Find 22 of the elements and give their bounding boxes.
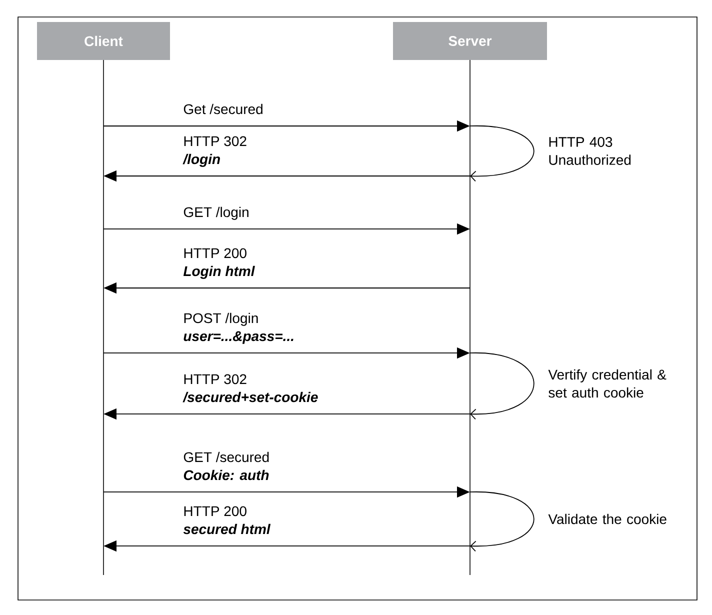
participant-box: Client [37, 22, 170, 60]
message-detail: Cookie: auth [184, 470, 269, 480]
message-label: HTTP 200 [184, 248, 246, 258]
self-loop-arrow [470, 352, 534, 420]
message-detail: user=...&pass=... [184, 331, 294, 344]
message-label: HTTP 200 [184, 506, 246, 516]
message-label: GET /secured [184, 452, 269, 462]
message-detail: Login html [183, 266, 255, 279]
loop-label: Validate the cookie [548, 514, 666, 524]
message-label: HTTP 302 [184, 374, 246, 384]
self-loop-arrow [470, 126, 534, 182]
message-label: Get /secured [184, 104, 262, 114]
message-detail: /login [182, 154, 220, 167]
self-loop-arrow [470, 492, 534, 552]
loop-label: Vertify credential & set auth cookie [548, 369, 666, 398]
message-detail: secured html [183, 524, 271, 534]
message-label: GET /login [184, 206, 248, 220]
message-label: POST /login [184, 312, 258, 326]
loop-label: HTTP 403 Unauthorized [549, 137, 631, 165]
message-label: HTTP 302 [184, 136, 246, 146]
participant-box: Server [393, 22, 547, 60]
message-detail: /secured+set-cookie [182, 392, 318, 402]
